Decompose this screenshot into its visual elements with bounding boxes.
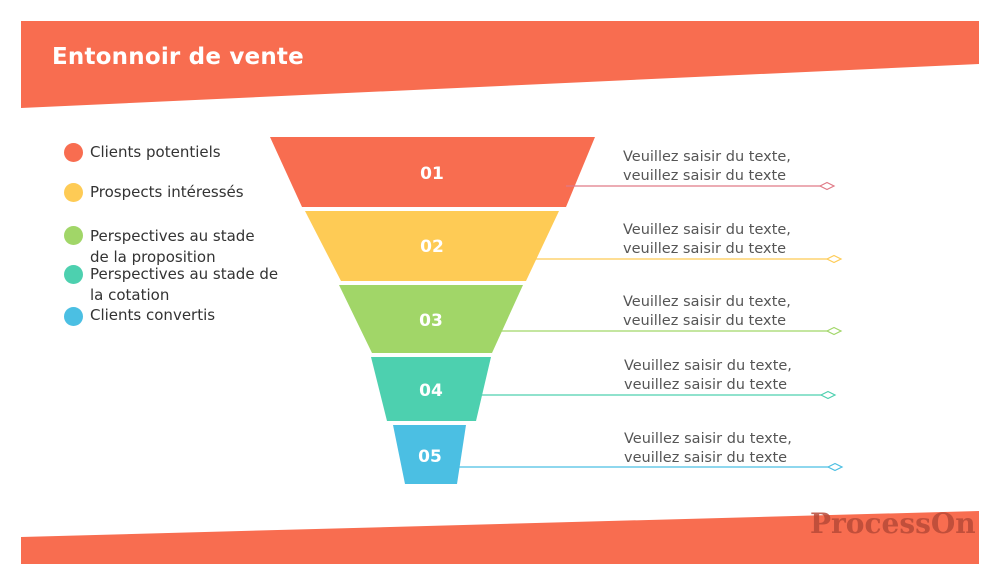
stage-description-1-line-2: veuillez saisir du texte [623, 168, 787, 184]
stage-description-3-line-2: veuillez saisir du texte [623, 313, 787, 329]
stage-number-1: 01 [420, 164, 444, 184]
stage-description-4-line-2: veuillez saisir du texte [624, 377, 788, 393]
stage-number-5: 05 [418, 447, 442, 467]
stage-description-2-line-1: Veuillez saisir du texte, [623, 222, 791, 238]
connector-diamond-5 [826, 462, 844, 472]
watermark: ProcessOn [810, 507, 976, 540]
legend-dot-2 [64, 183, 83, 202]
stage-description-2-line-2: veuillez saisir du texte [623, 241, 787, 257]
stage-description-5-line-1: Veuillez saisir du texte, [624, 431, 792, 447]
header-banner [21, 21, 979, 108]
legend-dot-4 [64, 265, 83, 284]
stage-description-3: Veuillez saisir du texte, veuillez saisi… [623, 293, 791, 331]
funnel-stage-1 [270, 137, 595, 207]
stage-description-5-line-2: veuillez saisir du texte [624, 450, 788, 466]
stage-description-5: Veuillez saisir du texte, veuillez saisi… [624, 430, 792, 468]
funnel-stage-5 [393, 425, 466, 484]
page-title: Entonnoir de vente [52, 44, 304, 70]
legend-dot-3 [64, 226, 83, 245]
legend-label-2: Prospects intéressés [90, 183, 244, 201]
connector-diamond-3 [825, 326, 843, 336]
legend-label-4: Perspectives au stade de la cotation [90, 265, 279, 304]
stage-description-4-line-1: Veuillez saisir du texte, [624, 358, 792, 374]
legend-dot-1 [64, 143, 83, 162]
connector-diamond-4 [819, 390, 837, 400]
stage-description-2: Veuillez saisir du texte, veuillez saisi… [623, 221, 791, 259]
legend-label-3: Perspectives au stade de la proposition [90, 227, 255, 266]
stage-description-1: Veuillez saisir du texte, veuillez saisi… [623, 148, 791, 186]
stage-description-4: Veuillez saisir du texte, veuillez saisi… [624, 357, 792, 395]
legend-dot-5 [64, 307, 83, 326]
stage-number-3: 03 [419, 311, 443, 331]
legend-label-1: Clients potentiels [90, 143, 221, 161]
legend-label-5: Clients convertis [90, 306, 216, 324]
funnel-stage-3 [339, 285, 523, 353]
stage-description-1-line-1: Veuillez saisir du texte, [623, 149, 791, 165]
stage-description-3-line-1: Veuillez saisir du texte, [623, 294, 791, 310]
funnel-stage-2 [305, 211, 559, 281]
footer-banner [21, 511, 979, 564]
stage-number-4: 04 [419, 381, 443, 401]
stage-number-2: 02 [420, 237, 444, 257]
connector-diamond-1 [818, 181, 836, 191]
connector-diamond-2 [825, 254, 843, 264]
funnel-stage-4 [371, 357, 491, 421]
